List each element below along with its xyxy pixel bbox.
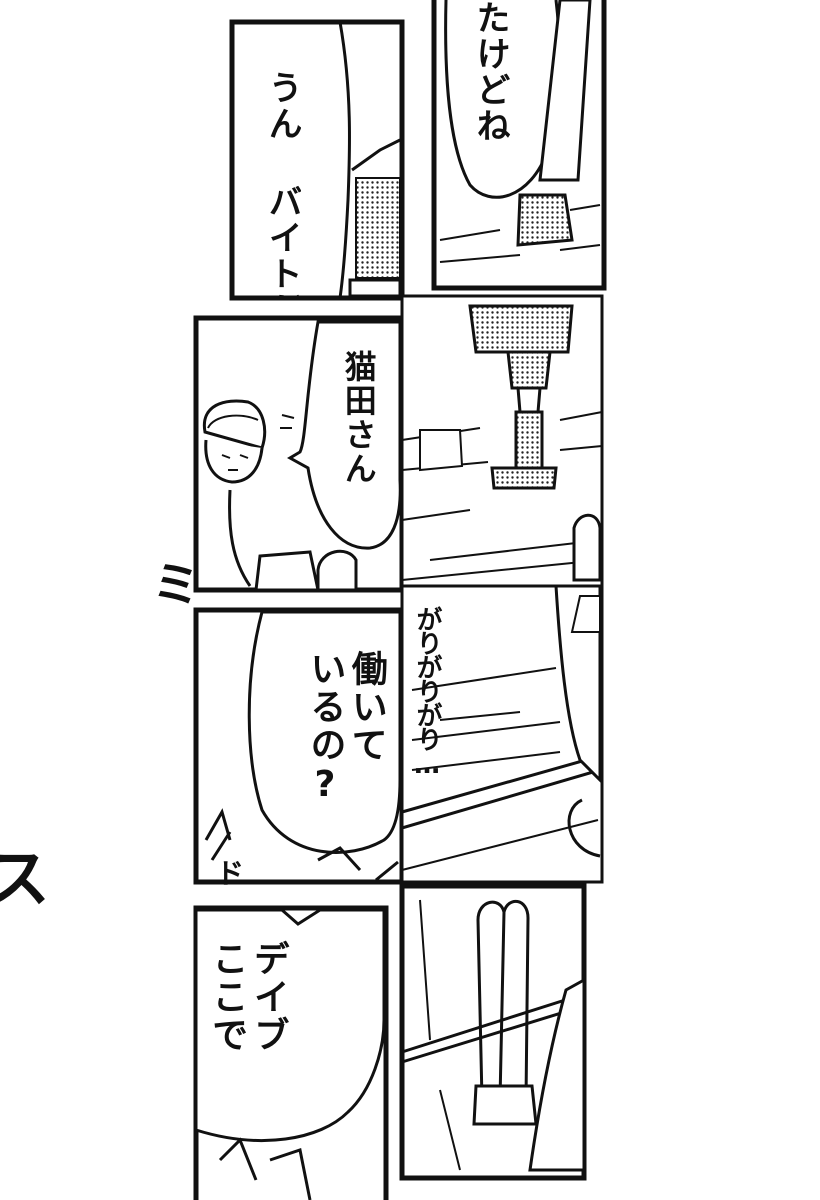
speech-balloon xyxy=(194,908,386,1142)
speech-balloon xyxy=(247,610,402,854)
panel-middle-left xyxy=(193,315,405,593)
panel-lower-right xyxy=(400,584,604,884)
sfx-do: ド xyxy=(216,857,245,890)
jackhammer-illustration xyxy=(468,304,574,490)
sfx-garigari: がりがりがり… xyxy=(412,606,442,778)
speech-text-top-right: たけどね xyxy=(470,0,511,144)
edge-sfx-su: ス xyxy=(0,843,50,917)
sfx-mi: ミ xyxy=(152,557,201,613)
panel-bottom-right xyxy=(399,883,587,1181)
boot-figure xyxy=(516,0,592,247)
barrier-stand xyxy=(472,900,538,1126)
character-figure xyxy=(348,138,402,298)
speech-balloon xyxy=(287,320,402,550)
speech-text-neko-san: 猫田さん xyxy=(339,350,378,486)
speech-balloon-edge xyxy=(338,21,352,299)
speech-text-top-left: うん バイトだ xyxy=(262,70,302,296)
panel-top-right xyxy=(431,0,607,291)
speech-text-hataraite: 働いて いるの? xyxy=(304,650,387,807)
speech-text-dave: デイブ ここで xyxy=(206,940,289,1054)
panel-top-left xyxy=(229,19,405,301)
panel-lower-left xyxy=(193,607,405,885)
character-head xyxy=(202,399,267,484)
panel-bottom-left xyxy=(193,905,389,1200)
panel-middle-right xyxy=(400,294,604,588)
